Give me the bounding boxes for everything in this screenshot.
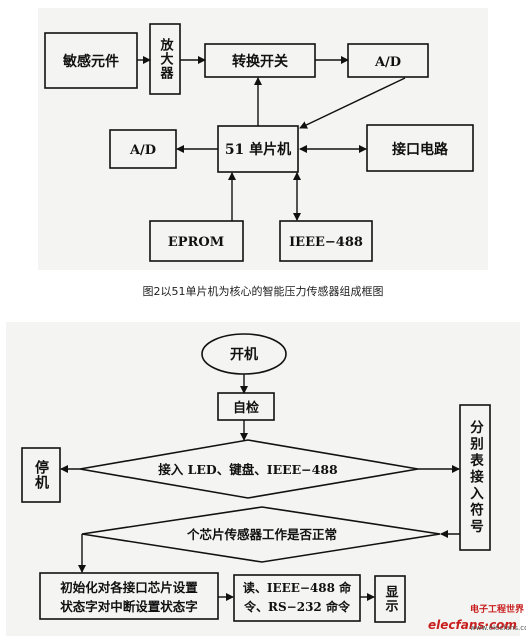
eprom-label: EPROM [168,235,224,250]
arrow-adc-mcu [299,77,406,129]
symbols-label: 分别表接入符号 [467,419,483,536]
read-label-line1: 读、IEEE−488 命 [243,580,352,595]
interface-label: 接口电路 [392,141,449,158]
elecfans-watermark: 电子工程世界 elecfans·com www.elecfans.com [424,600,526,638]
interface-box [366,124,474,172]
stop-box [21,447,61,503]
mcu-label: 51 单片机 [225,141,291,158]
adc-left-label: A/D [129,143,156,158]
connect-label: 接入 LED、键盘、IEEE−488 [158,462,338,477]
watermark-brand: elecfans·com [428,618,517,632]
ieee-box [279,220,373,262]
watermark-cn: 电子工程世界 [470,605,525,615]
display-box [374,575,406,623]
sensor-label: 敏感元件 [62,53,119,70]
chip-check-label: 个芯片传感器工作是否正常 [186,527,337,542]
amplifier-label: 放大器 [157,38,173,80]
start-label: 开机 [230,346,258,363]
stop-label: 停机 [33,460,49,490]
selfcheck-label: 自检 [233,400,259,416]
watermark-url: www.elecfans.com [470,624,526,632]
symbols-box [459,404,491,551]
read-label-line2: 令、RS−232 命令 [243,599,351,614]
adc-top-label: A/D [374,55,401,70]
read-box [233,574,361,622]
flowchart-panel [6,322,520,636]
init-label-line1: 初始化对各接口芯片设置 [60,580,198,595]
eprom-box [149,220,244,262]
figure-caption: 图2以51单片机为核心的智能压力传感器组成框图 [142,285,384,298]
init-box [39,572,219,620]
ieee-label: IEEE−488 [289,235,363,250]
init-label-line2: 状态字对中断设置状态字 [60,599,198,614]
block-diagram-panel [38,8,488,270]
display-label: 显示 [382,585,398,613]
switch-label: 转换开关 [232,53,288,70]
